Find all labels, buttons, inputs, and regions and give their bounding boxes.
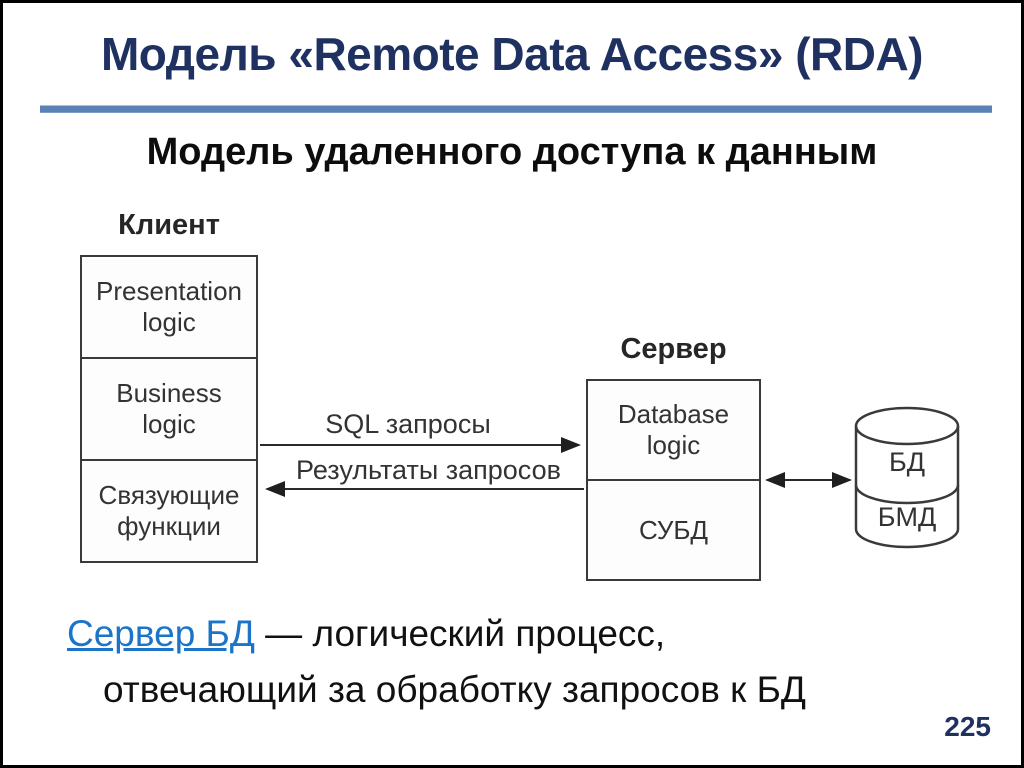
sql-request-arrow-label: SQL запросы <box>325 409 491 439</box>
slide-subtitle: Модель удаленного доступа к данным <box>146 131 878 173</box>
database-top-label: БД <box>888 447 925 477</box>
title-divider <box>40 105 992 113</box>
server-db-link[interactable]: Сервер БД <box>67 613 255 654</box>
database-bottom-label: БМД <box>877 502 937 532</box>
slide-title: Модель «Remote Data Access» (RDA) <box>100 28 924 80</box>
client-section-presentation-logic: Presentation logic <box>96 276 242 337</box>
client-label: Клиент <box>118 209 220 241</box>
server-box: Database logic СУБД <box>586 379 761 581</box>
server-section-database-logic: Database logic <box>617 399 730 460</box>
client-section-business-logic: Business logic <box>82 357 256 459</box>
page-number: 225 <box>944 711 991 742</box>
definition-line-2: отвечающий за обработку запросов к БД <box>103 669 806 710</box>
definition-text: — логический процесс, <box>254 613 666 654</box>
client-section-binding-functions: Связующие функции <box>82 459 256 561</box>
definition-line-1: Сервер БД — логический процесс, <box>67 613 665 655</box>
server-section-dbms: СУБД <box>588 479 759 579</box>
server-label: Сервер <box>620 333 727 365</box>
query-results-arrow-label: Результаты запросов <box>296 455 561 485</box>
client-box: Presentation logic Business logic Связую… <box>80 255 258 563</box>
